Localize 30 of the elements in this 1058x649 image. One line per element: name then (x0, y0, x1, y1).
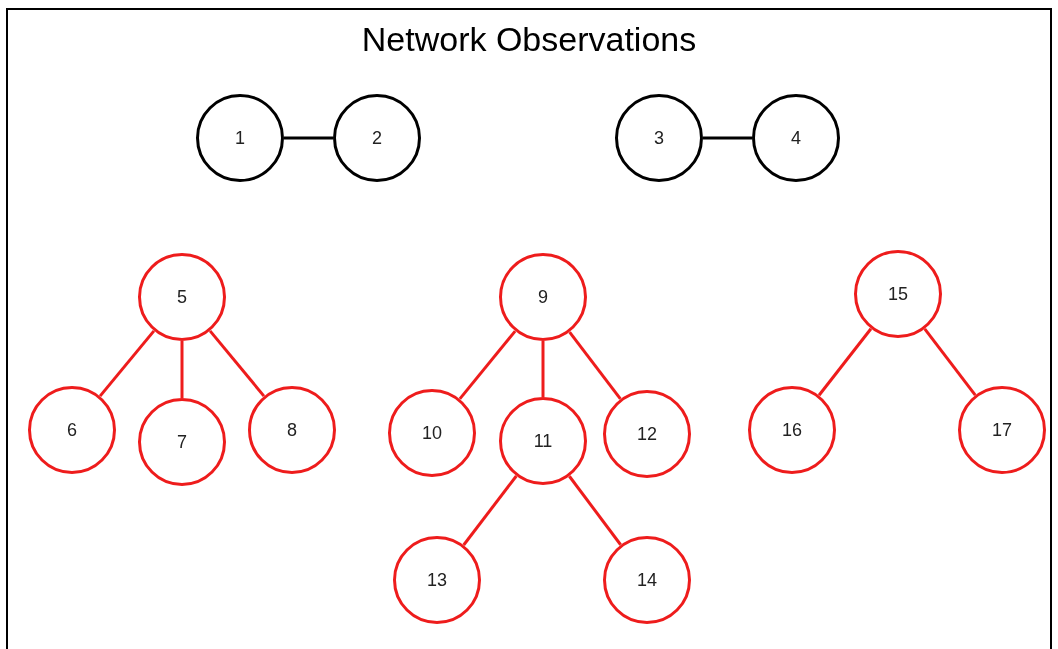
node-number: 7 (177, 431, 187, 453)
connector-line (541, 341, 545, 397)
node-number: 16 (782, 419, 802, 441)
connector-line (180, 341, 184, 398)
connector-line (568, 331, 622, 400)
node-number: 11 (533, 430, 553, 452)
node-number: 3 (654, 127, 664, 149)
node-number: 5 (177, 286, 187, 308)
connector-line (568, 475, 622, 546)
node-number: 9 (538, 286, 548, 308)
node-number: 14 (637, 569, 657, 591)
node-number: 13 (427, 569, 447, 591)
connector-line (284, 136, 333, 140)
node-number: 15 (888, 283, 908, 305)
connector-line (817, 327, 873, 397)
connector-line (208, 329, 266, 398)
node-number: 1 (235, 127, 245, 149)
connector-line (703, 136, 752, 140)
node-number: 12 (637, 423, 657, 445)
node-number: 10 (422, 422, 442, 444)
title: Network Observations (360, 20, 698, 59)
connector-line (458, 330, 517, 400)
connector-line (462, 475, 518, 546)
node-number: 17 (992, 419, 1012, 441)
connector-line (923, 328, 977, 396)
node-number: 6 (67, 419, 77, 441)
node-number: 8 (287, 419, 297, 441)
node-number: 2 (372, 127, 382, 149)
connector-line (98, 329, 156, 398)
node-number: 4 (791, 127, 801, 149)
